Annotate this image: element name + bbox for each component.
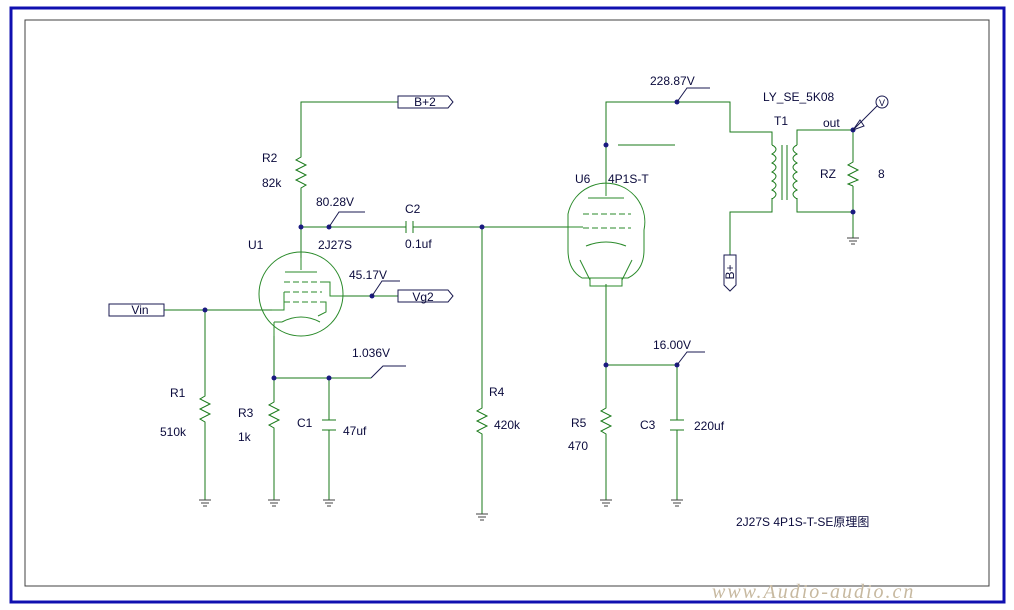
- c3-value: 220uf: [694, 419, 725, 433]
- u1-stage-wires: [164, 101, 568, 514]
- port-vin-label: Vin: [131, 303, 148, 317]
- c2-ref: C2: [405, 202, 421, 216]
- u6-ref: U6: [575, 172, 591, 186]
- outer-frame: [9, 6, 1006, 604]
- r2-value: 82k: [262, 176, 282, 190]
- r5-ref: R5: [571, 416, 587, 430]
- r3-value: 1k: [238, 430, 252, 444]
- u1-screen-voltage: 45.17V: [349, 268, 387, 282]
- u6-stage-wires: [605, 101, 854, 500]
- rz-value: 8: [878, 167, 885, 181]
- junction-dots: [202, 99, 856, 381]
- u6-cathode-voltage: 16.00V: [653, 338, 691, 352]
- r5-value: 470: [568, 439, 588, 453]
- resistor-r1: [198, 392, 212, 424]
- port-b2-label: B+2: [414, 95, 436, 109]
- r4-ref: R4: [489, 385, 505, 399]
- transformer-t1: [770, 144, 799, 200]
- u1-type: 2J27S: [318, 238, 352, 252]
- u1-plate-voltage: 80.28V: [316, 195, 354, 209]
- voltage-flags: [328, 87, 710, 379]
- u1-ref: U1: [248, 238, 264, 252]
- r3-ref: R3: [238, 406, 254, 420]
- port-bplus: B+: [723, 254, 737, 292]
- c1-ref: C1: [297, 416, 313, 430]
- t1-type: LY_SE_5K08: [763, 90, 834, 104]
- resistor-rz: [846, 158, 860, 187]
- port-b2: B+2: [397, 95, 454, 109]
- port-vin: Vin: [108, 303, 165, 317]
- ground-symbols: [199, 237, 859, 521]
- resistor-r2: [294, 152, 308, 190]
- r4-value: 420k: [494, 418, 521, 432]
- schematic-title: 2J27S 4P1S-T-SE原理图: [736, 515, 869, 529]
- capacitor-c3: [670, 419, 684, 431]
- c1-value: 47uf: [343, 424, 367, 438]
- u6-type: 4P1S-T: [608, 172, 649, 186]
- port-bplus-label: B+: [723, 264, 737, 279]
- t1-ref: T1: [774, 114, 788, 128]
- r1-value: 510k: [160, 425, 187, 439]
- out-label: out: [823, 116, 840, 130]
- port-vg2-label: Vg2: [412, 290, 434, 304]
- probe-v: V: [851, 95, 889, 132]
- rz-ref: RZ: [820, 167, 836, 181]
- resistor-r5: [599, 404, 613, 436]
- watermark: www.Audio-audio.cn: [712, 581, 915, 603]
- capacitor-c2: [405, 221, 414, 233]
- c2-value: 0.1uf: [405, 237, 432, 251]
- probe-v-label: V: [879, 98, 885, 108]
- inner-frame: [24, 19, 990, 587]
- r1-ref: R1: [170, 386, 186, 400]
- u6-plate-voltage: 228.87V: [650, 74, 695, 88]
- port-vg2: Vg2: [397, 289, 454, 304]
- resistor-r4: [475, 404, 489, 436]
- capacitor-c1: [322, 419, 336, 431]
- r2-ref: R2: [262, 151, 278, 165]
- c3-ref: C3: [640, 418, 656, 432]
- u1-cathode-voltage: 1.036V: [352, 346, 390, 360]
- tube-u1: [258, 251, 344, 337]
- tube-u6: [567, 182, 646, 287]
- resistor-r3: [267, 398, 281, 430]
